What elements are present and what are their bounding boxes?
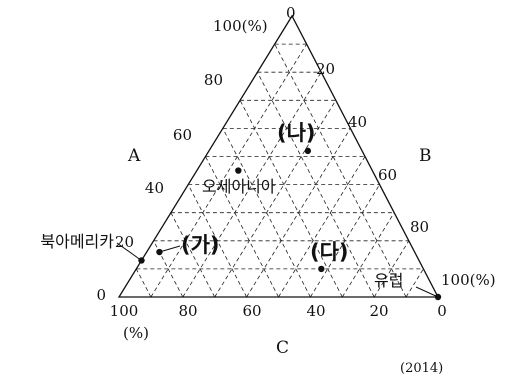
axis-b-tick: 80 bbox=[410, 218, 429, 236]
data-point-label-6: 유럽 bbox=[374, 271, 403, 290]
data-point-labels: (나) 오세아니아 (가) 북아메리카 (다) 유럽 bbox=[40, 121, 403, 290]
leader-lines bbox=[116, 242, 439, 298]
grid-line-b-30 bbox=[214, 100, 337, 298]
axis-b-ticks: 20 40 60 80 100(%) bbox=[316, 60, 496, 289]
data-point-label-5: (다) bbox=[310, 240, 349, 264]
data-point-4 bbox=[138, 257, 145, 264]
leader-line-europe bbox=[415, 286, 439, 298]
axis-b-tick: 40 bbox=[348, 113, 367, 131]
data-point-label-4: 북아메리카 bbox=[40, 232, 114, 251]
data-point-1 bbox=[304, 147, 312, 155]
axis-b-tick: 100(%) bbox=[441, 271, 496, 289]
grid-line-c-40 bbox=[222, 128, 311, 298]
grid-line-c-90 bbox=[135, 268, 152, 298]
grid-line-b-80 bbox=[373, 240, 410, 298]
axis-a-label: A bbox=[127, 146, 141, 166]
axis-b-label: B bbox=[419, 146, 432, 166]
axis-b-tick: 60 bbox=[378, 166, 397, 184]
axis-c-label: C bbox=[276, 338, 289, 358]
axis-c-tick: 0 bbox=[437, 302, 447, 320]
axis-b-tick: 20 bbox=[316, 60, 335, 78]
axis-c-tick: 80 bbox=[178, 302, 197, 320]
grid-line-b-70 bbox=[341, 212, 395, 298]
data-point-label-2: 오세아니아 bbox=[202, 177, 276, 196]
axis-a-tick: 60 bbox=[173, 126, 192, 144]
axis-c-tick: 20 bbox=[369, 302, 388, 320]
axis-c-unit: (%) bbox=[123, 324, 149, 342]
axis-c-tick: 100 bbox=[110, 302, 139, 320]
axis-a-tick: 20 bbox=[115, 233, 134, 251]
grid-line-c-30 bbox=[239, 100, 343, 298]
grid-line-b-20 bbox=[182, 71, 322, 298]
axis-a-ticks: 0 20 40 60 80 100(%) bbox=[96, 17, 267, 304]
grid-line-b-50 bbox=[278, 156, 366, 298]
axis-a-tick: 100(%) bbox=[213, 17, 268, 35]
grid-line-b-90 bbox=[405, 268, 424, 298]
grid-line-c-10 bbox=[274, 43, 407, 298]
grid-line-b-60 bbox=[310, 184, 380, 298]
data-point-3 bbox=[156, 248, 163, 256]
data-point-label-1: (나) bbox=[277, 121, 316, 145]
data-point-6 bbox=[434, 293, 442, 301]
axis-a-tick: 80 bbox=[204, 71, 223, 89]
axis-c-tick: 40 bbox=[306, 302, 325, 320]
grid-line-b-10 bbox=[150, 43, 307, 298]
grid-lines bbox=[135, 43, 424, 298]
source-year: (2014) bbox=[400, 361, 443, 376]
axis-c-ticks: 100 80 60 40 20 0 bbox=[110, 302, 447, 320]
grid-line-c-60 bbox=[187, 184, 247, 298]
axis-a-tick: 0 bbox=[96, 286, 106, 304]
leader-line-ga bbox=[159, 245, 181, 253]
leader-line-north-america bbox=[116, 242, 142, 261]
data-point-label-3: (가) bbox=[181, 233, 220, 257]
axis-a-tick: 40 bbox=[145, 179, 164, 197]
axis-b-zero-tick: 0 bbox=[286, 4, 296, 22]
data-point-2 bbox=[235, 167, 242, 174]
data-point-5 bbox=[318, 265, 325, 273]
triangle-frame bbox=[117, 14, 440, 298]
grid-line-c-50 bbox=[205, 156, 279, 298]
data-points bbox=[138, 147, 442, 301]
axis-c-tick: 60 bbox=[242, 302, 261, 320]
grid-line-c-70 bbox=[170, 212, 216, 298]
